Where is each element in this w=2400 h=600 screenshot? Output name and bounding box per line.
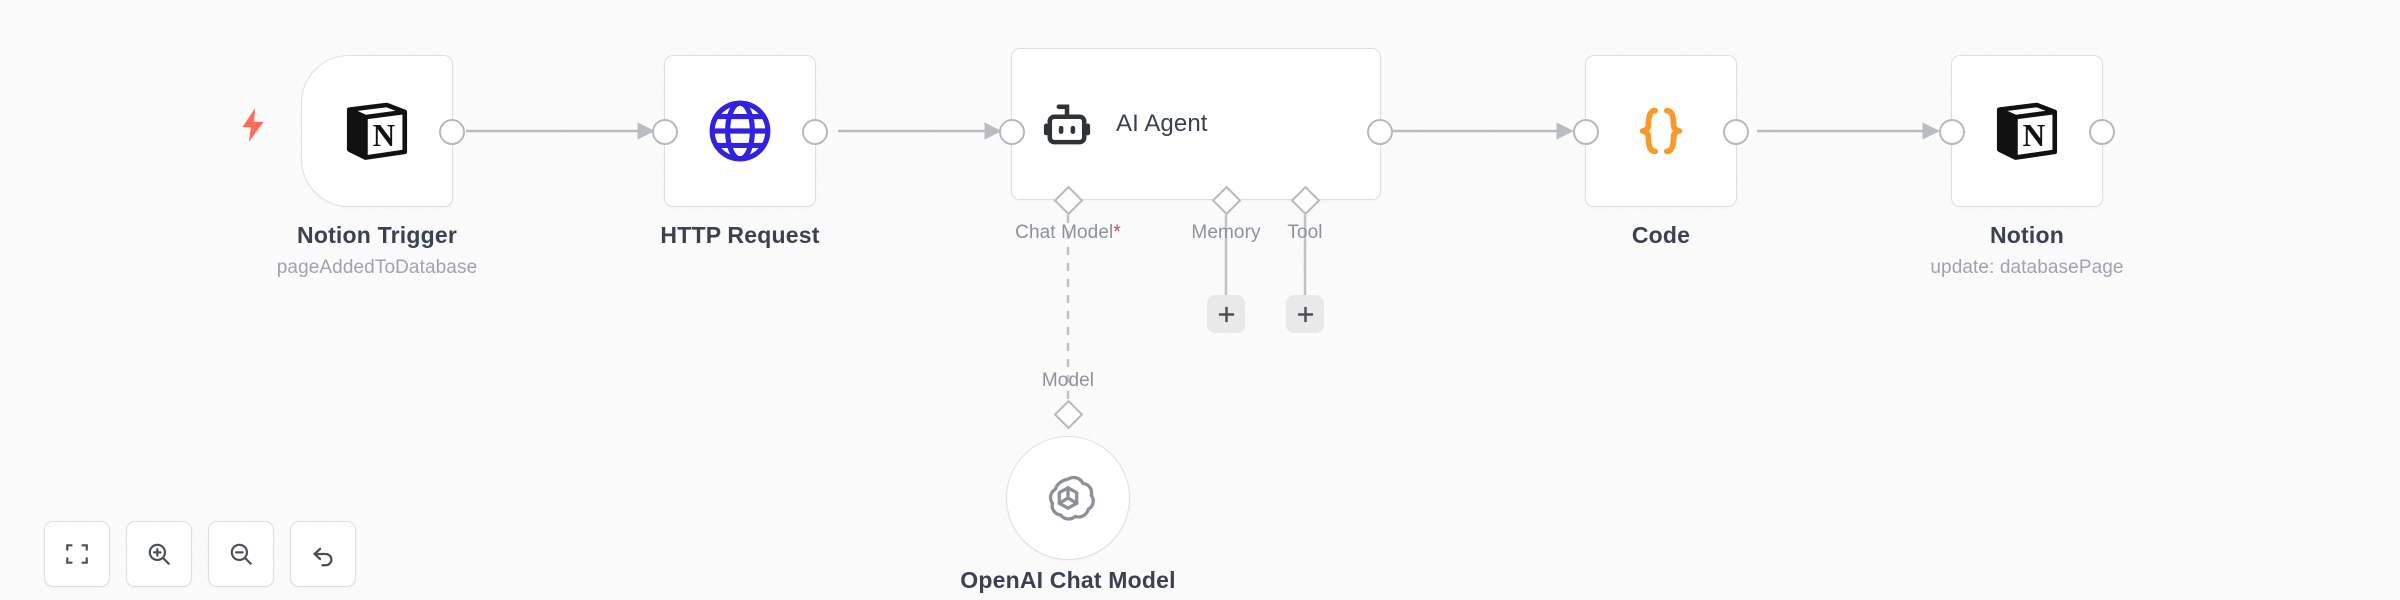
node-notion-body: N [1952,56,2102,206]
ai-agent-input-endpoint[interactable] [999,119,1025,145]
code-output-endpoint[interactable] [1723,119,1749,145]
port-label-chat-model-text: Chat Model [1015,222,1114,243]
zoom-out-button[interactable] [208,521,274,587]
globe-icon [709,100,771,162]
caption-openai-chat-model: OpenAI Chat Model [918,567,1218,594]
trigger-bolt-icon [240,108,266,147]
svg-text:N: N [373,118,396,153]
node-notion[interactable]: N [1939,55,2115,207]
node-subtitle-notion: update: databasePage [1930,257,2124,278]
node-ai-agent[interactable]: AI Agent [999,48,1393,200]
notion-icon: N [346,102,408,160]
zoom-out-icon [230,543,252,565]
notion-trigger-output-endpoint[interactable] [439,119,465,145]
node-code[interactable] [1573,55,1749,207]
node-label-http-request: HTTP Request [660,222,820,248]
caption-notion-trigger: Notion Trigger pageAddedToDatabase [227,222,527,279]
port-label-model: Model [1041,370,1095,391]
robot-icon [1043,104,1091,145]
node-label-ai-agent: AI Agent [1116,110,1208,137]
notion-input-endpoint[interactable] [1939,119,1965,145]
openai-icon [1048,475,1095,521]
node-label-notion-trigger: Notion Trigger [297,222,457,248]
caption-notion: Notion update: databasePage [1877,222,2177,279]
http-request-output-endpoint[interactable] [802,119,828,145]
port-label-memory: Memory [1191,222,1261,243]
http-request-input-endpoint[interactable] [652,119,678,145]
notion-output-endpoint[interactable] [2089,119,2115,145]
node-openai-chat-model[interactable] [1006,436,1130,560]
port-required-marker: * [1113,222,1121,243]
plus-icon [1297,306,1313,322]
caption-code: Code [1511,222,1811,249]
fit-to-view-icon [66,544,88,564]
node-http-request-body [665,56,815,206]
node-code-body [1586,56,1736,206]
node-notion-trigger[interactable]: N [301,55,465,207]
svg-text:N: N [2023,118,2046,153]
port-label-chat-model: Chat Model* [968,222,1168,244]
node-notion-trigger-body: N [302,56,452,206]
node-http-request[interactable] [652,55,828,207]
ai-agent-output-endpoint[interactable] [1367,119,1393,145]
node-subtitle-notion-trigger: pageAddedToDatabase [276,257,478,278]
notion-icon: N [1996,102,2058,160]
reset-zoom-button[interactable] [290,521,356,587]
zoom-in-icon [148,543,170,565]
curly-braces-icon [1639,107,1683,155]
fit-view-button[interactable] [44,521,110,587]
plus-icon [1218,306,1234,322]
port-label-tool: Tool [1287,222,1323,243]
node-ai-agent-body: AI Agent [1012,49,1406,199]
undo-arrow-icon [312,547,332,566]
canvas-toolbar [44,521,356,587]
add-tool-button[interactable] [1286,295,1324,333]
node-label-code: Code [1631,222,1691,248]
node-label-openai-chat-model: OpenAI Chat Model [960,567,1176,593]
node-label-notion: Notion [1989,222,2064,248]
caption-http-request: HTTP Request [590,222,890,249]
code-input-endpoint[interactable] [1573,119,1599,145]
port-diamond-model[interactable] [1053,399,1084,430]
zoom-in-button[interactable] [126,521,192,587]
add-memory-button[interactable] [1207,295,1245,333]
